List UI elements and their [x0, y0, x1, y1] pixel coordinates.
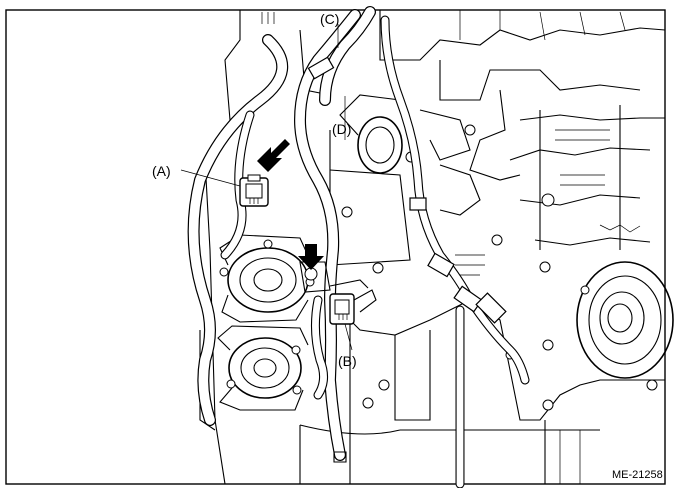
callout-c: (C) [320, 11, 339, 27]
clip-b [299, 261, 331, 293]
figure-code: ME-21258 [612, 469, 663, 481]
bolt-group [341, 124, 658, 411]
arrow-lower [298, 244, 324, 270]
lower-hose [310, 295, 465, 488]
pipe-right [380, 15, 530, 385]
connector-b [329, 279, 377, 325]
leader-lines [180, 24, 353, 351]
arrow-upper [257, 139, 290, 172]
lower-pump-assembly [217, 325, 309, 411]
connector-a [239, 174, 269, 207]
callout-a: (A) [152, 163, 171, 179]
engine-block [299, 10, 674, 484]
wiring-harness-left [187, 34, 289, 426]
callout-b: (B) [338, 353, 357, 369]
pipe-c [307, 6, 376, 106]
callout-d: (D) [332, 121, 351, 137]
